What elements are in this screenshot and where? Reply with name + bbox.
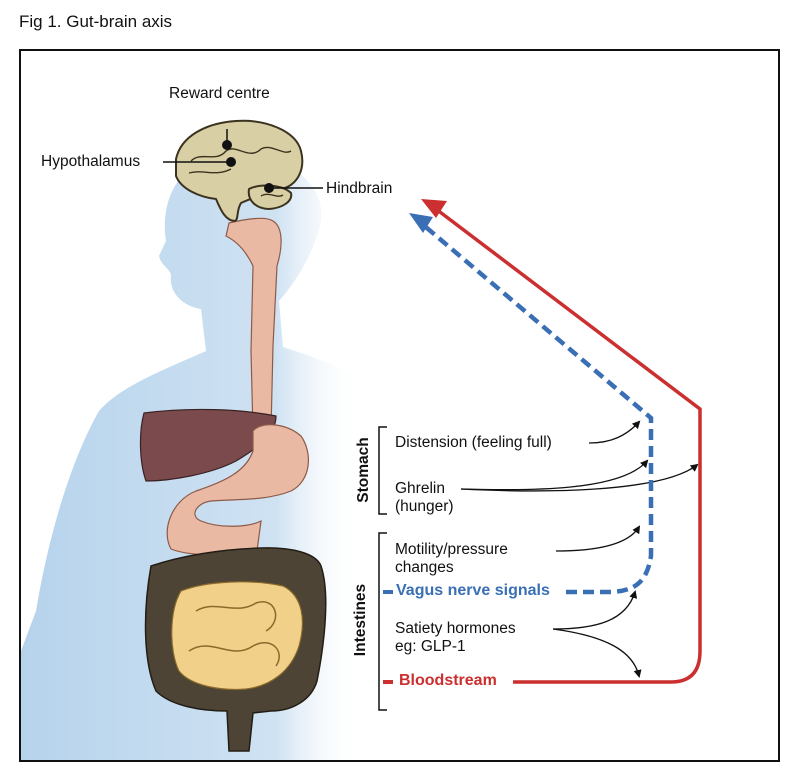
intestines-bracket: [378, 532, 387, 711]
small-intestine: [171, 581, 304, 691]
glp1-label: eg: GLP-1: [395, 638, 466, 655]
hindbrain-label: Hindbrain: [326, 180, 393, 197]
hypothalamus-label: Hypothalamus: [41, 153, 141, 170]
hypothalamus-dot: [226, 157, 236, 167]
ghrelin-label: Ghrelin: [395, 480, 445, 497]
figure-title: Fig 1. Gut-brain axis: [19, 12, 173, 31]
diagram-artwork: [21, 119, 702, 760]
hindbrain-dot: [264, 183, 274, 193]
vagus-nerve-path: [419, 221, 654, 595]
vagus-nerve-label: Vagus nerve signals: [396, 582, 550, 599]
esophagus: [225, 217, 282, 434]
satiety-hormones-label: Satiety hormones: [395, 620, 516, 637]
stomach: [166, 424, 309, 556]
diagram-frame: Reward centre Hypothalamus Hindbrain Sto…: [19, 49, 780, 762]
liver: [139, 408, 277, 482]
vagus-arrowhead: [409, 213, 433, 233]
motility-label: Motility/pressure: [395, 541, 508, 558]
bloodstream-arrowhead: [421, 199, 447, 218]
reward-centre-label: Reward centre: [169, 85, 270, 102]
ghrelin-sub-label: (hunger): [395, 498, 454, 515]
intestines-group-label: Intestines: [352, 583, 369, 657]
bloodstream-label: Bloodstream: [399, 672, 497, 689]
motility-sub-label: changes: [395, 559, 454, 576]
distension-label: Distension (feeling full): [395, 434, 552, 451]
stomach-group-label: Stomach: [355, 437, 372, 503]
stomach-bracket: [378, 426, 387, 515]
reward-centre-dot: [222, 140, 232, 150]
bloodstream-path: [434, 207, 702, 684]
